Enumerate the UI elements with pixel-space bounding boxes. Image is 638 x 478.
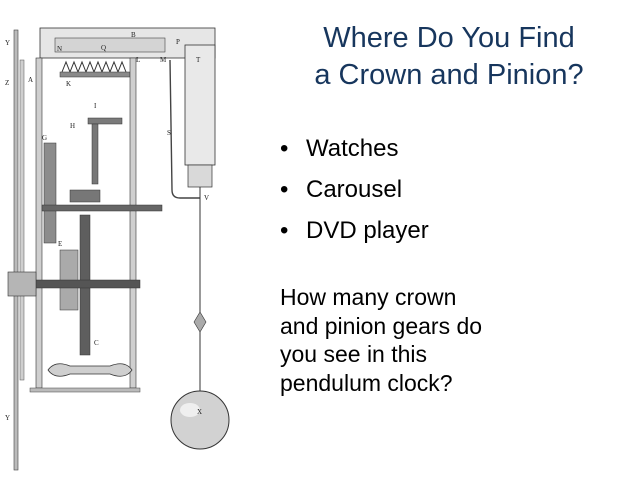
- label-l: L: [136, 56, 140, 64]
- bullet-text: Watches: [306, 135, 399, 162]
- arbor-horizontal-lower: [29, 279, 141, 289]
- label-y-top: Y: [5, 39, 10, 47]
- bullet-text: Carousel: [306, 176, 403, 203]
- label-q: Q: [101, 44, 106, 52]
- top-plate-inner: [54, 37, 166, 53]
- arbor-horizontal-upper: [41, 204, 163, 212]
- wheel-upper: [87, 117, 123, 125]
- label-i: I: [94, 102, 97, 110]
- label-v: V: [204, 194, 209, 202]
- label-e: E: [58, 240, 62, 248]
- pendulum-bob-highlight: [180, 403, 200, 417]
- crutch-rod: [169, 59, 200, 199]
- question-line-2: and pinion gears do: [280, 312, 483, 339]
- label-y-bottom: Y: [5, 414, 10, 422]
- slide-title: Where Do You Find a Crown and Pinion?: [265, 20, 633, 94]
- bullet-list: • Watches • Carousel • DVD player: [280, 128, 429, 251]
- pinion-upper: [91, 123, 99, 185]
- crown-wheel-rim: [59, 71, 131, 78]
- frame-pillar-right: [129, 57, 137, 389]
- bullet-text: DVD player: [306, 217, 429, 244]
- pendulum-clock-engraving: Y Z A B N Q L M P T K I H G S V X Y E C: [0, 0, 262, 478]
- bullet-marker: •: [280, 176, 289, 203]
- frame-left-bar: [19, 59, 25, 381]
- arbor-vertical: [43, 142, 57, 244]
- label-t: T: [196, 56, 201, 64]
- label-k: K: [66, 80, 71, 88]
- label-b: B: [131, 31, 136, 39]
- bullet-marker: •: [280, 135, 289, 162]
- pendulum-adjuster: [193, 311, 207, 333]
- label-z: Z: [5, 79, 9, 87]
- frame-pillar-left: [35, 57, 43, 389]
- label-g: G: [42, 134, 47, 142]
- label-m: M: [160, 56, 167, 64]
- bullet-item: • Carousel: [280, 169, 429, 210]
- bullet-marker: •: [280, 217, 289, 244]
- base-ornament: [47, 363, 133, 377]
- bottom-plate: [29, 387, 141, 393]
- label-s: S: [167, 129, 171, 137]
- winding-square: [7, 271, 37, 297]
- suspension-column: [184, 44, 216, 166]
- wheel-middle: [69, 189, 101, 203]
- label-p: P: [176, 38, 180, 46]
- label-n: N: [57, 45, 62, 53]
- bullet-item: • DVD player: [280, 210, 429, 251]
- label-h: H: [70, 122, 75, 130]
- frame-left-edge: [13, 29, 19, 471]
- question-line-4: pendulum clock?: [280, 369, 453, 396]
- title-line-1: Where Do You Find: [323, 22, 575, 54]
- question-line-1: How many crown: [280, 284, 457, 310]
- question-text: How many crown and pinion gears do you s…: [280, 283, 580, 397]
- label-c: C: [94, 339, 99, 347]
- clock-mechanism-drawing: Y Z A B N Q L M P T K I H G S V X Y E C: [5, 27, 230, 471]
- question-line-3: you see in this: [280, 341, 428, 367]
- crown-wheel-teeth: [61, 60, 127, 74]
- label-a: A: [28, 76, 33, 84]
- suspension-block: [187, 164, 213, 188]
- pendulum-bob: [170, 390, 230, 450]
- label-x: X: [197, 408, 202, 416]
- bullet-item: • Watches: [280, 128, 429, 169]
- title-line-2: a Crown and Pinion?: [314, 59, 584, 91]
